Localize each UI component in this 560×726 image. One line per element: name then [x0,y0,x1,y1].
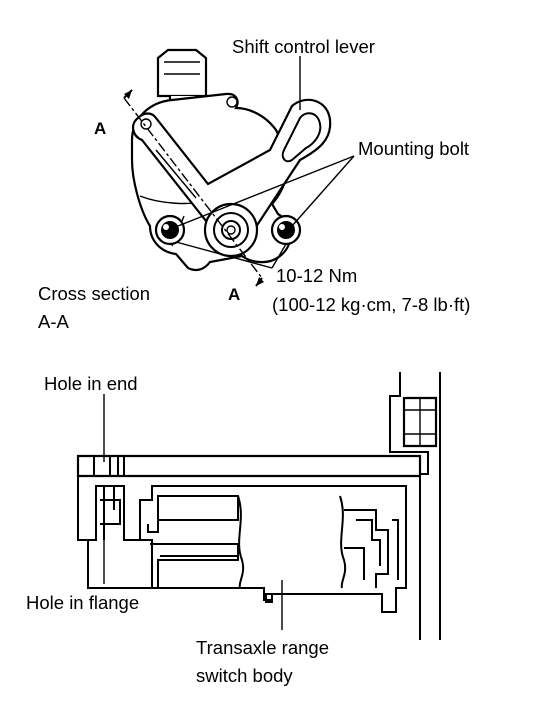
section-marker-bottom: A [228,285,240,304]
mounting-bolt-label: Mounting bolt [358,138,469,159]
hole-in-flange-label: Hole in flange [26,592,139,613]
leader-mounting-bolt-left [177,155,355,227]
leader-torque-right [271,243,287,269]
mounting-bolt-left [154,214,186,246]
torque-metric-label: 10-12 Nm [276,265,357,286]
torque-alt-label: (100-12 kg·cm, 7-8 lb·ft) [272,294,470,315]
center-shaft [203,202,259,258]
section-marker-top: A [94,119,106,138]
switch-body-label-line2: switch body [196,665,293,686]
mounting-bolt-right [270,214,302,246]
end-plate [76,454,422,478]
leader-mounting-bolt-right [291,155,355,227]
cross-section-view: Hole in end Hole in flange Transaxle ran… [26,372,441,686]
section-line-a-a [123,89,264,287]
cross-section-label-line2: A-A [38,311,70,332]
shift-control-lever-label: Shift control lever [232,36,375,57]
transaxle-case-wall [389,372,441,640]
switch-assembly-top-view: Shift control lever Mounting bolt A A 10… [38,36,470,332]
switch-body-internals [147,495,399,603]
cross-section-label-line1: Cross section [38,283,150,304]
leader-torque-left [175,241,273,269]
switch-body-label-line1: Transaxle range [196,637,329,658]
shift-control-lever [132,98,332,238]
hole-in-end-label: Hole in end [44,373,138,394]
